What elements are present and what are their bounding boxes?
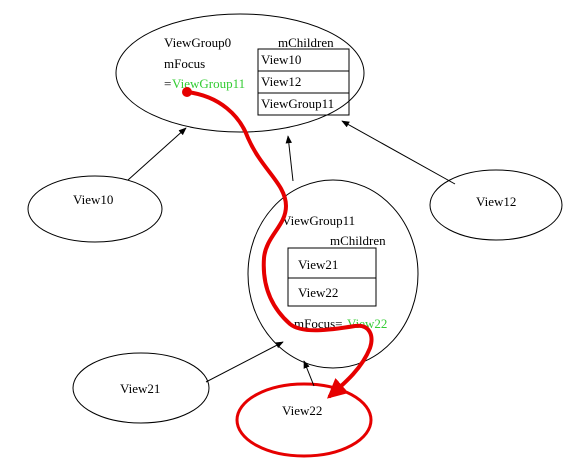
view22-node: View22 (235, 382, 373, 458)
viewgroup11-child-cell: View22 (298, 285, 338, 300)
view22-label: View22 (282, 403, 322, 418)
viewgroup11-node: ViewGroup11 mChildren View21 View22 mFoc… (247, 179, 419, 369)
viewgroup0-child-cell: View12 (261, 74, 301, 89)
viewgroup0-children-table: View10 View12 ViewGroup11 (257, 48, 350, 116)
arrow-view10-to-viewgroup0 (127, 127, 187, 181)
view21-node: View21 (72, 352, 210, 424)
view22-ellipse (235, 382, 373, 458)
view12-label: View12 (476, 194, 516, 209)
viewgroup0-ellipse (115, 13, 365, 133)
viewgroup0-child-cell: ViewGroup11 (261, 96, 334, 111)
viewgroup11-children-label: mChildren (330, 233, 386, 248)
view21-label: View21 (120, 381, 160, 396)
arrow-view21-to-viewgroup11 (205, 341, 284, 383)
arrow-view12-to-viewgroup0 (341, 120, 456, 185)
viewgroup0-focus-value: ViewGroup11 (172, 76, 245, 91)
view12-node: View12 (429, 169, 563, 241)
viewgroup0-children-label: mChildren (278, 35, 334, 50)
viewgroup11-children-box (287, 247, 377, 307)
viewgroup0-focus-label: mFocus (164, 56, 205, 71)
viewgroup0-child-cell: View10 (261, 52, 301, 67)
view12-ellipse (429, 169, 563, 241)
viewgroup0-children-box (257, 48, 350, 116)
viewgroup11-children-table: View21 View22 (287, 247, 377, 307)
view21-ellipse (72, 352, 210, 424)
viewgroup0-focus-prefix: = (164, 76, 171, 91)
arrow-view22-to-viewgroup11 (303, 360, 315, 387)
parent-arrows (127, 120, 456, 387)
viewgroup11-ellipse (247, 179, 419, 369)
arrow-viewgroup11-to-viewgroup0 (285, 135, 294, 182)
focus-path-line (185, 90, 374, 399)
view10-ellipse (27, 175, 163, 243)
viewgroup11-focus-label: mFocus= (294, 316, 343, 331)
viewgroup0-node: ViewGroup0 mChildren mFocus = ViewGroup1… (115, 13, 365, 133)
viewgroup0-title: ViewGroup0 (164, 35, 231, 50)
focus-path (182, 87, 374, 399)
view10-label: View10 (73, 192, 113, 207)
viewgroup11-title: ViewGroup11 (282, 213, 355, 228)
view10-node: View10 (27, 175, 163, 243)
viewgroup11-child-cell: View21 (298, 257, 338, 272)
